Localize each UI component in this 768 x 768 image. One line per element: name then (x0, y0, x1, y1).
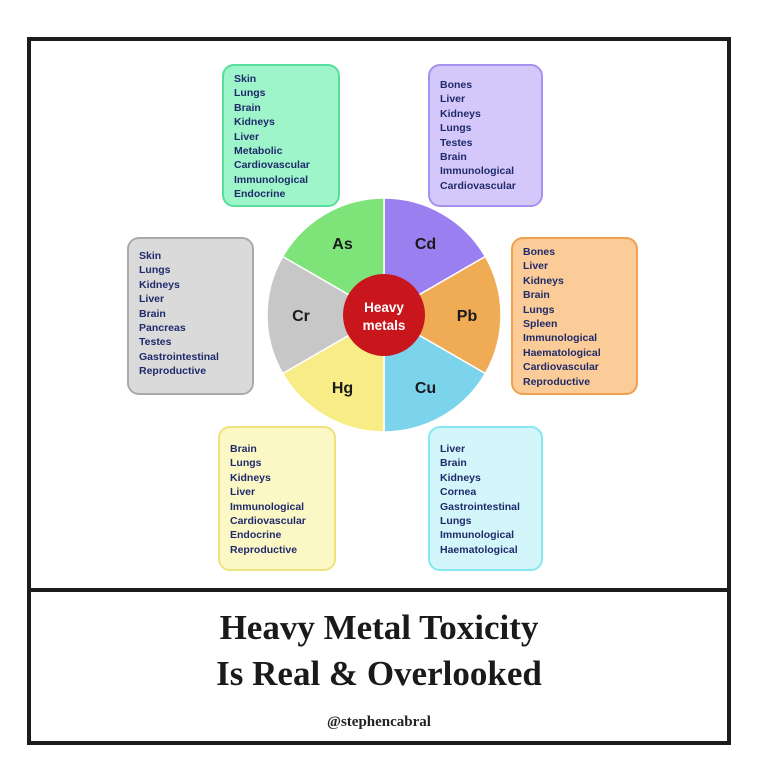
organ-item: Cardiovascular (440, 179, 516, 192)
organ-item: Liver (523, 260, 549, 273)
organ-item: Liver (234, 130, 260, 143)
organ-item: Kidneys (440, 107, 481, 120)
organ-item: Brain (139, 307, 166, 320)
author-handle: @stephencabral (327, 714, 431, 730)
segment-label-cd: Cd (415, 236, 436, 253)
organ-item: Gastrointestinal (139, 350, 219, 363)
organ-item: Cardiovascular (234, 159, 310, 172)
organ-item: Kidneys (230, 471, 271, 484)
organ-item: Cardiovascular (523, 361, 599, 374)
organ-item: Cardiovascular (230, 515, 306, 528)
organ-item: Immunological (230, 500, 305, 513)
organ-item: Kidneys (234, 116, 275, 129)
organ-item: Gastrointestinal (440, 500, 520, 513)
wheel-center-circle (343, 274, 425, 356)
organ-item: Skin (234, 73, 257, 85)
organ-item: Lungs (139, 264, 171, 277)
organ-item: Reproductive (230, 543, 298, 556)
organ-item: Endocrine (234, 188, 286, 201)
organ-item: Lungs (440, 122, 472, 135)
caption-divider (27, 588, 731, 592)
organ-item: Liver (440, 443, 466, 455)
organ-item: Kidneys (440, 471, 481, 484)
center-label-line1: Heavy (364, 300, 404, 315)
organ-item: Liver (139, 293, 165, 306)
segment-label-hg: Hg (332, 380, 353, 397)
segment-label-pb: Pb (457, 308, 478, 325)
organ-item: Kidneys (523, 274, 564, 287)
title-line-1: Heavy Metal Toxicity (219, 608, 539, 647)
organ-item: Cornea (440, 486, 477, 499)
organ-item: Brain (234, 101, 261, 114)
organ-item: Lungs (440, 515, 472, 528)
segment-label-cr: Cr (292, 308, 310, 325)
organ-item: Immunological (234, 173, 309, 186)
organ-item: Lungs (230, 457, 262, 470)
organ-item: Brain (230, 443, 257, 455)
organ-item: Lungs (234, 87, 266, 100)
organ-item: Brain (440, 457, 467, 470)
segment-cr (266, 255, 386, 375)
organ-item: Reproductive (139, 365, 207, 378)
title-line-2: Is Real & Overlooked (216, 654, 542, 693)
organ-item: Pancreas (139, 322, 186, 335)
segment-label-cu: Cu (415, 380, 436, 397)
center-label-line2: metals (363, 318, 406, 333)
organ-item: Bones (523, 246, 556, 258)
organ-item: Testes (440, 136, 473, 149)
organ-item: Immunological (440, 165, 515, 178)
organ-item: Skin (139, 250, 162, 262)
organ-item: Metabolic (234, 145, 283, 158)
organ-item: Immunological (440, 529, 515, 542)
organ-item: Reproductive (523, 375, 591, 388)
organ-item: Bones (440, 79, 473, 91)
organ-item: Haematological (440, 543, 518, 556)
organ-item: Brain (523, 289, 550, 302)
organ-item: Brain (440, 151, 467, 164)
organ-item: Immunological (523, 332, 598, 345)
organ-item: Liver (230, 486, 256, 499)
organ-item: Spleen (523, 318, 558, 331)
organ-item: Haematological (523, 346, 601, 359)
organ-item: Endocrine (230, 529, 282, 542)
organ-item: Kidneys (139, 278, 180, 291)
segment-pb (382, 255, 502, 375)
organ-item: Lungs (523, 303, 555, 316)
organ-item: Liver (440, 93, 466, 106)
segment-label-as: As (332, 236, 353, 253)
organ-item: Testes (139, 336, 172, 349)
